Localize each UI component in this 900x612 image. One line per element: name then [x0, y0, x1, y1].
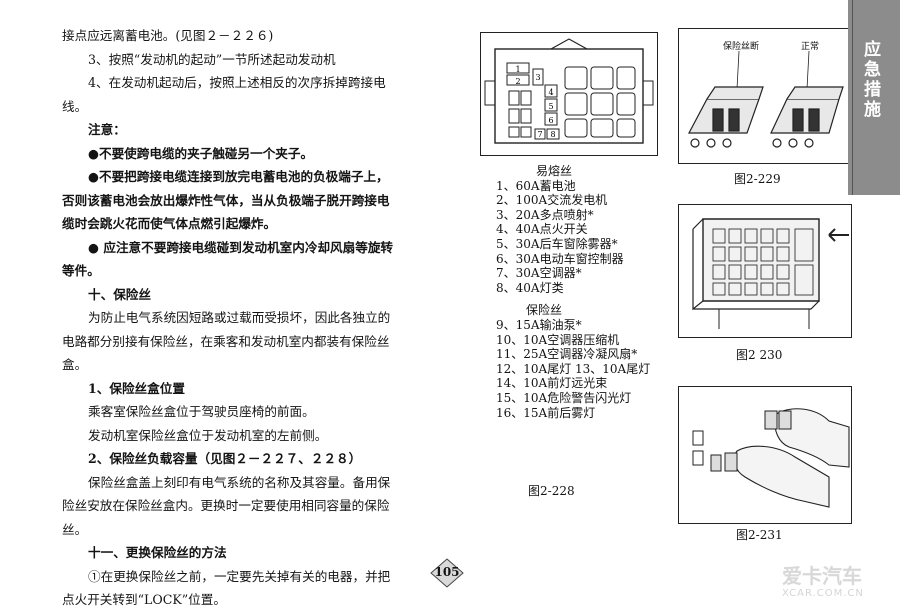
legend-item: 11、25A空调器冷凝风扇* — [496, 347, 638, 362]
side-tab-label: 应急措施 — [864, 40, 882, 120]
legend-item: 3、20A多点喷射* — [496, 207, 594, 222]
fusebox-right-clip — [642, 80, 654, 106]
text-line: 发动机室保险丝盒位于发动机室的左前侧。 — [88, 427, 328, 443]
text-line: 缆时会跳火花而使气体点燃引起爆炸。 — [62, 216, 277, 231]
text-line: 丝。 — [62, 521, 88, 537]
legend-item: 8、40A灯类 — [496, 280, 564, 295]
fusebox-notch — [550, 38, 588, 50]
leader-line — [736, 50, 740, 90]
text-line: 4、在发动机起动后，按照上述相反的次序拆掉跨接电 — [88, 75, 386, 90]
fuse-puller-icon — [710, 410, 792, 472]
subsection-heading: 1、保险丝盒位置 — [88, 380, 185, 396]
fuse-number: 2 — [515, 77, 520, 86]
leader-line — [806, 50, 810, 90]
fuse-slots — [692, 430, 704, 466]
chapter-side-tab: 应急措施 — [848, 0, 900, 195]
text-line: 为防止电气系统因短路或过载而受损坏，因此各独立的 — [88, 310, 391, 325]
legend-item: 4、40A点火开关 — [496, 222, 588, 237]
legend-item: 1、60A蓄电池 — [496, 178, 576, 193]
fuse-legend: 易熔丝 1、60A蓄电池 2、100A交流发电机 3、20A多点喷射* 4、40… — [496, 164, 650, 420]
legend-item: 6、30A电动车窗控制器 — [496, 251, 624, 266]
fuse-number: 6 — [548, 116, 553, 125]
figure-caption-231: 图2-231 — [736, 528, 783, 542]
figure-caption-229: 图2-229 — [734, 172, 781, 186]
text-line: 乘客室保险丝盒位于驾驶员座椅的前面。 — [88, 404, 315, 419]
fuse-number: 1 — [515, 65, 520, 74]
legend-item: 14、10A前灯远光束 — [496, 376, 608, 391]
hand-drawing — [733, 408, 850, 508]
legend-item: 9、15A输油泵* — [496, 317, 582, 332]
subsection-heading: 2、保险丝负载容量（见图２－２２７、２２８） — [88, 451, 362, 466]
fusebox-location-svg — [692, 218, 849, 329]
arrow-icon — [828, 228, 849, 242]
fuse-slot-8 — [546, 128, 560, 140]
fuse-slot-6 — [544, 112, 558, 126]
legend-title-fuse: 保险丝 — [526, 303, 563, 318]
watermark: 爱卡汽车 — [782, 564, 862, 588]
fusebox-svg: 1 2 3 4 5 6 7 8 — [484, 38, 654, 144]
fuse-number: 3 — [535, 73, 540, 82]
fuse-slot-1 — [506, 62, 530, 74]
fuse-compare-svg — [688, 50, 844, 148]
legend-title-fusible-link: 易熔丝 — [536, 164, 573, 178]
text-line: 盒。 — [62, 357, 88, 372]
fuse-blown-label: 保险丝断 — [723, 42, 760, 52]
fuse-slot-7 — [534, 128, 546, 140]
legend-item: 2、100A交流发电机 — [496, 193, 608, 208]
legend-item: 12、10A尾灯 13、10A尾灯 — [496, 361, 651, 376]
fuse-slot-2 — [506, 74, 530, 86]
normal-fuse-drawing — [770, 86, 844, 148]
text-line: 线。 — [62, 98, 88, 114]
text-line: 点火开关转到“LOCK”位置。 — [62, 592, 226, 607]
fuse-normal-label: 正常 — [801, 42, 820, 52]
text-line: 接点应远离蓄电池。(见图２－２２６) — [62, 28, 274, 43]
text-line: ● 应注意不要跨接电缆碰到发动机室内冷却风扇等旋转 — [88, 239, 394, 255]
note-title: 注意： — [88, 122, 126, 137]
text-line: ●不要使跨电缆的夹子触碰另一个夹子。 — [88, 145, 314, 161]
fusebox-side — [692, 218, 820, 311]
text-line: ●不要把跨接电缆连接到放完电蓄电池的负极端子上， — [88, 169, 389, 184]
fusebox-diagram: 1 2 3 4 5 6 7 8 — [480, 32, 658, 156]
figure-caption-230: 图2 230 — [736, 348, 783, 362]
fuse-slot-5 — [544, 98, 558, 112]
fuse-number: 8 — [550, 130, 555, 139]
page-badge-icon — [430, 558, 464, 588]
text-line: ①在更换保险丝之前，一定要先关掉有关的电器，并把 — [88, 568, 391, 584]
text-line: 电路都分别接有保险丝，在乘客和发动机室内都装有保险丝 — [62, 333, 390, 349]
fuse-relay-grid — [508, 66, 636, 138]
text-line: 险丝安放在保险丝盒内。更换时一定要使用相同容量的保险 — [62, 498, 390, 513]
fuse-replace-figure — [678, 386, 852, 524]
legend-item: 10、10A空调器压缩机 — [496, 332, 620, 347]
text-line: 3、按照“发动机的起动”一节所述起动发动机 — [88, 51, 336, 67]
left-text-column: 接点应远离蓄电池。(见图２－２２６) 3、按照“发动机的起动”一节所述起动发动机… — [62, 24, 432, 612]
fusebox-location-figure — [678, 204, 852, 338]
legend-item: 15、10A危险警告闪光灯 — [496, 390, 632, 405]
section-heading: 十一、更换保险丝的方法 — [88, 545, 227, 560]
legend-item: 5、30A后车窗除雾器* — [496, 236, 618, 251]
text-line: 保险丝盒盖上刻印有电气系统的名称及其容量。备用保 — [88, 474, 391, 490]
legend-item: 7、30A空调器* — [496, 266, 582, 281]
fuse-slot-4 — [544, 84, 558, 98]
text-line: 等件。 — [62, 263, 100, 278]
legend-item: 16、15A前后雾灯 — [496, 405, 596, 420]
blown-fuse-drawing — [688, 86, 764, 148]
page-number: 105 — [434, 565, 460, 579]
mount-lines — [718, 309, 810, 329]
side-tab-border — [852, 0, 900, 195]
fuse-compare-figure: 保险丝断 正常 — [678, 28, 852, 164]
section-heading: 十、保险丝 — [88, 286, 151, 302]
page-number-badge: 105 — [430, 558, 464, 588]
fuse-array — [712, 228, 814, 296]
fuse-number: 7 — [537, 130, 542, 139]
fuse-replace-svg — [692, 408, 850, 508]
fuse-number: 4 — [548, 88, 553, 97]
watermark-url: XCAR.COM.CN — [782, 588, 864, 599]
fusebox-left-clip — [484, 80, 496, 106]
text-line: 否则该蓄电池会放出爆炸性气体，当从负极端子脱开跨接电 — [62, 192, 390, 208]
fuse-slot-3 — [532, 68, 544, 86]
fuse-number: 5 — [548, 102, 553, 111]
figure-caption-228: 图2-228 — [528, 484, 575, 498]
